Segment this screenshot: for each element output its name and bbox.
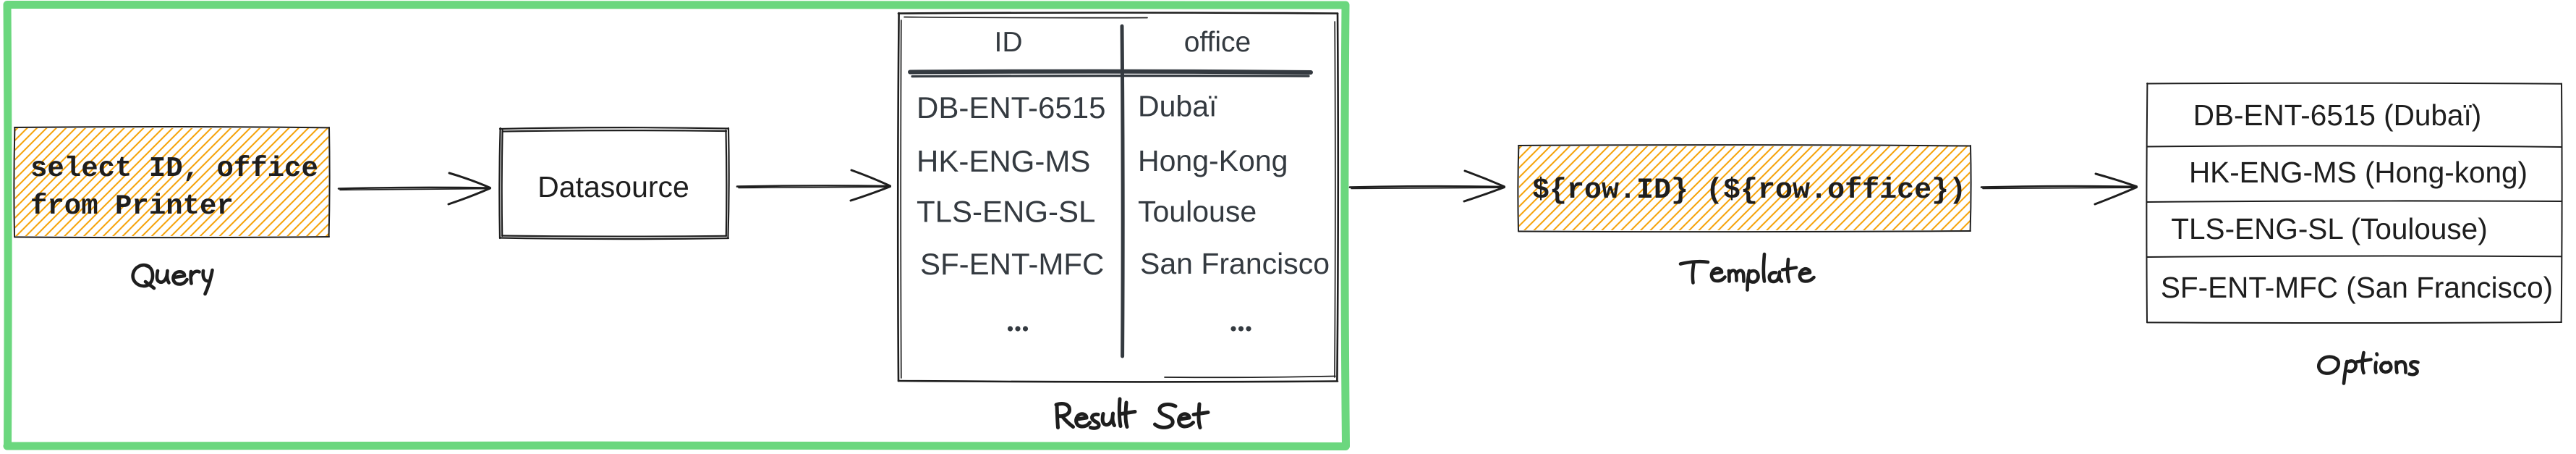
svg-text:DB-ENT-6515: DB-ENT-6515 <box>917 91 1105 125</box>
svg-text:from Printer: from Printer <box>30 190 234 222</box>
svg-text:HK-ENG-MS (Hong-kong): HK-ENG-MS (Hong-kong) <box>2189 156 2528 189</box>
svg-text:Dubaï: Dubaï <box>1138 90 1217 123</box>
svg-text:office: office <box>1184 27 1251 58</box>
svg-text:SF-ENT-MFC: SF-ENT-MFC <box>920 247 1104 281</box>
svg-text:Hong-Kong: Hong-Kong <box>1138 144 1288 177</box>
svg-text:DB-ENT-6515 (Dubaï): DB-ENT-6515 (Dubaï) <box>2193 98 2481 132</box>
svg-text:${row.ID} (${row.office}): ${row.ID} (${row.office}) <box>1532 175 1966 207</box>
svg-text:select ID, office: select ID, office <box>30 153 318 185</box>
svg-text:San Francisco: San Francisco <box>1140 247 1330 280</box>
svg-text:TLS-ENG-SL: TLS-ENG-SL <box>917 195 1095 229</box>
svg-text:HK-ENG-MS: HK-ENG-MS <box>917 144 1090 178</box>
svg-text:Datasource: Datasource <box>537 170 689 203</box>
svg-text:Toulouse: Toulouse <box>1138 195 1257 228</box>
svg-text:SF-ENT-MFC (San Francisco): SF-ENT-MFC (San Francisco) <box>2161 271 2553 304</box>
svg-text:ID: ID <box>995 27 1023 58</box>
svg-text:TLS-ENG-SL (Toulouse): TLS-ENG-SL (Toulouse) <box>2171 212 2487 245</box>
